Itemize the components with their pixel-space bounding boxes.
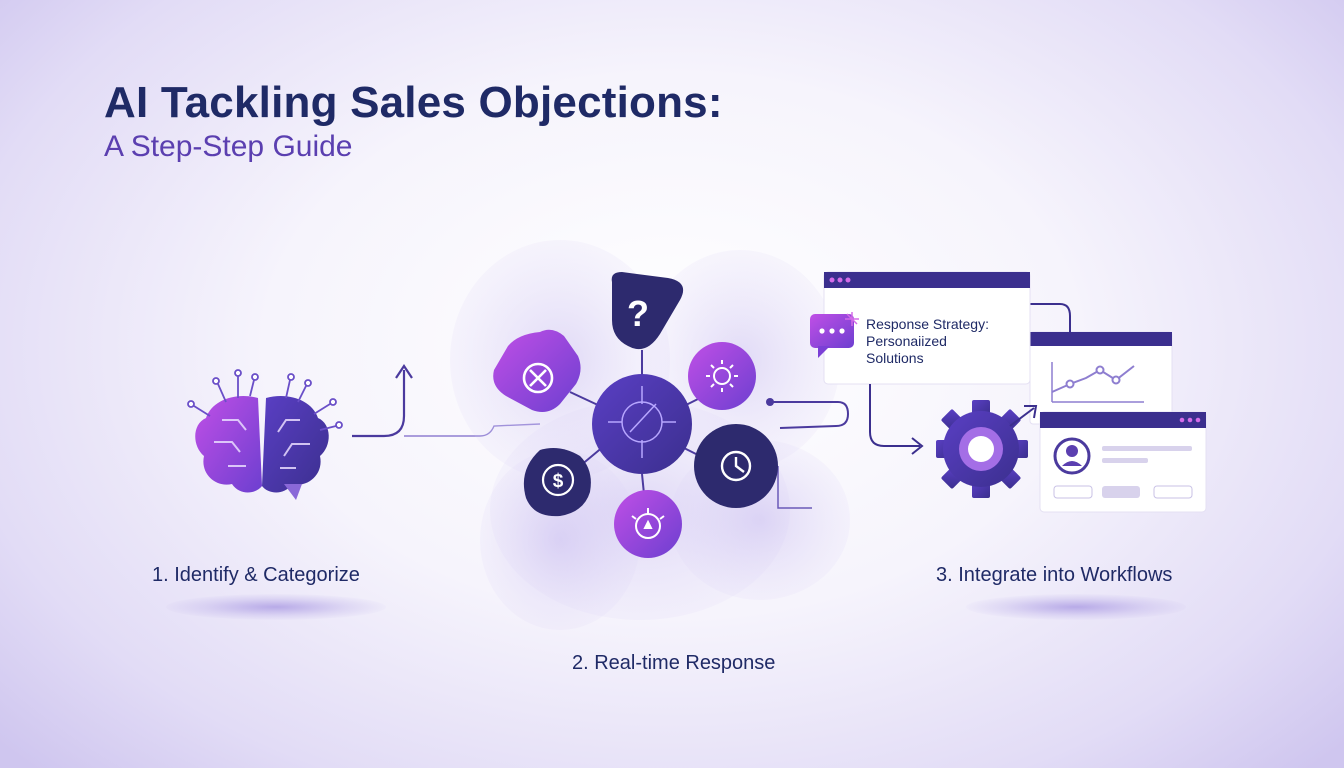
response-strategy-line2: Personaiized: [866, 333, 947, 349]
dollar-icon: $: [541, 463, 575, 497]
settings-icon: [706, 360, 738, 392]
step-3-glow: [966, 594, 1186, 620]
page-title: AI Tackling Sales Objections:: [104, 78, 723, 127]
response-strategy-line1: Response Strategy:: [866, 316, 989, 332]
response-window: [823, 271, 1031, 385]
step-1-label: 1. Identify & Categorize: [152, 564, 360, 586]
compass-icon: [608, 386, 676, 458]
step-3-label: 3. Integrate into Workflows: [936, 564, 1173, 586]
clock-node: [694, 424, 778, 508]
target-node: [614, 490, 682, 558]
target-icon: [631, 508, 665, 539]
step-1-glow: [166, 594, 386, 620]
gear-icon: [936, 400, 1028, 498]
profile-window: [1039, 411, 1207, 513]
cancel-node: [493, 329, 581, 412]
settings-node: [688, 342, 756, 410]
clock-icon: [720, 450, 752, 482]
objection-hub-icon: ? $: [450, 240, 850, 630]
chart-window: [1029, 331, 1173, 425]
cancel-icon: [522, 362, 554, 394]
question-node: ?: [611, 272, 684, 350]
page-subtitle: A Step-Step Guide: [104, 130, 353, 163]
response-strategy-line3: Solutions: [866, 350, 924, 366]
chat-bubble-icon: [810, 312, 859, 358]
workflow-windows-icon: [810, 271, 1207, 513]
user-avatar-icon: [1053, 437, 1091, 475]
svg-text:$: $: [553, 471, 564, 492]
step-2-label: 2. Real-time Response: [572, 652, 776, 674]
brain-circuit-icon: [187, 369, 343, 500]
dollar-node: $: [523, 448, 591, 517]
question-icon: ?: [627, 293, 649, 334]
